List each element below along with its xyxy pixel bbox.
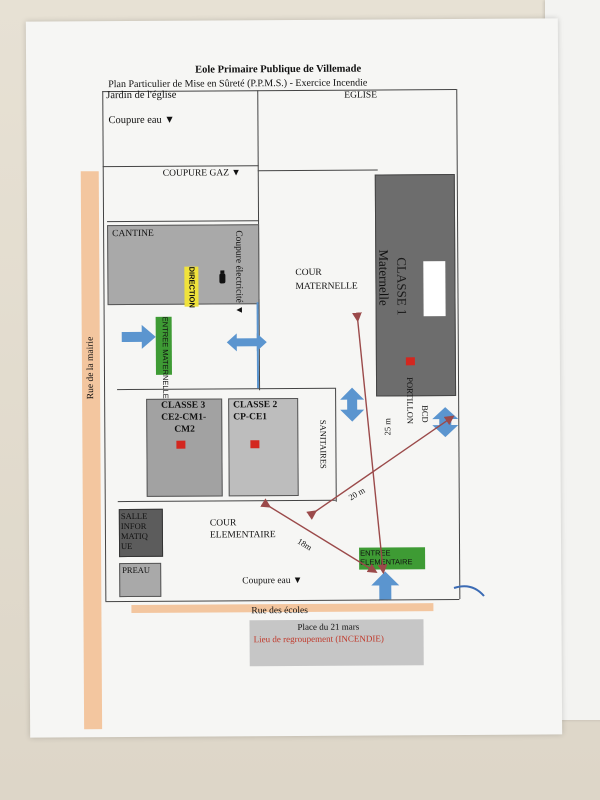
ppms-plan-sheet: Eole Primaire Publique de Villemade Plan… [25, 18, 563, 738]
rue-de-la-mairie-road [80, 171, 103, 730]
four-way-arrow-icon [226, 333, 267, 352]
arrow-down-icon [371, 571, 400, 600]
arrow-right-icon [121, 324, 156, 349]
pen-mark [453, 585, 485, 597]
distance-25m-label: 25 m [382, 418, 393, 436]
place-label: Place du 21 mars [297, 621, 360, 632]
rue-des-ecoles-label: Rue des écoles [251, 605, 308, 617]
distance-lines [260, 312, 455, 575]
rue-de-la-mairie-label: Rue de la mairie [85, 336, 97, 400]
lieu-regroupement-label: Lieu de regroupement (INCENDIE) [253, 633, 384, 645]
fire-extinguisher-icon [219, 270, 226, 284]
